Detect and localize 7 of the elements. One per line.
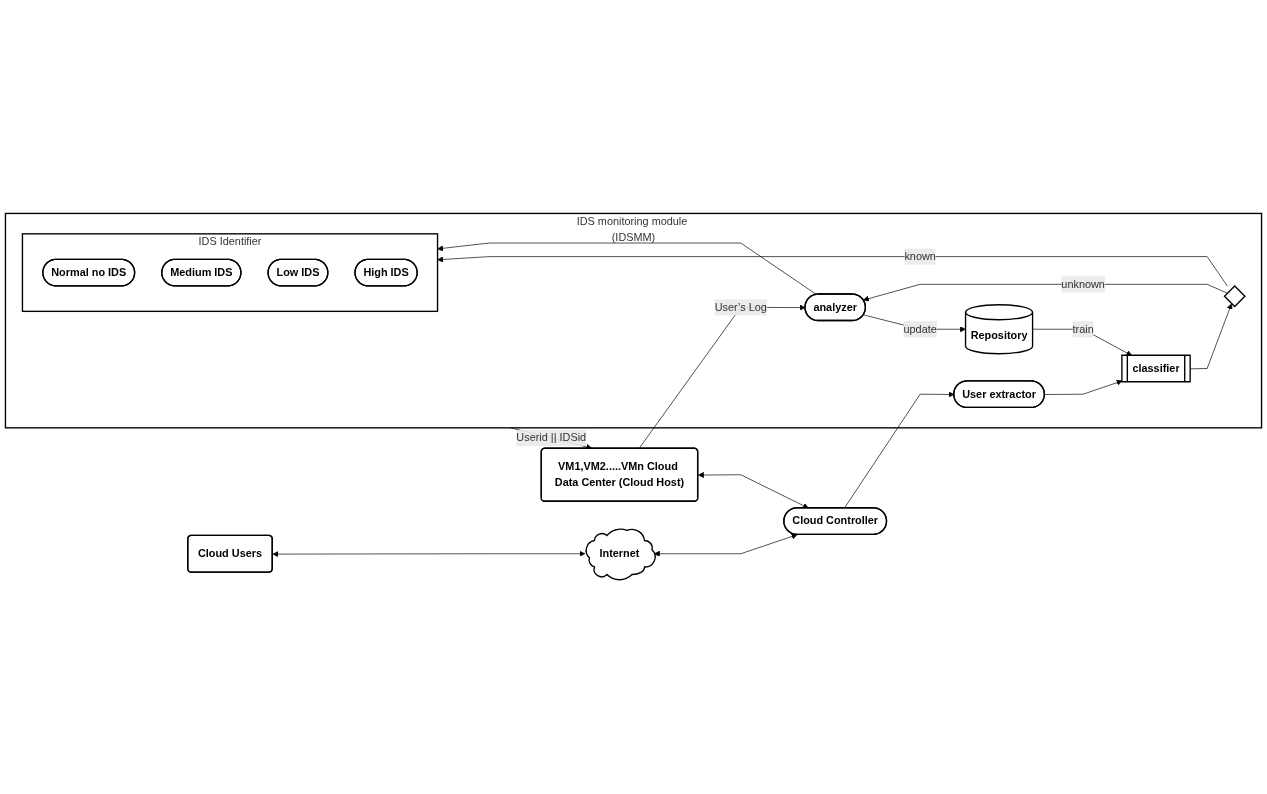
- edge-label: known: [904, 250, 936, 263]
- edge-label: train: [1072, 323, 1094, 336]
- edge-label: User’s Log: [714, 301, 767, 314]
- edge-label: update: [903, 323, 937, 336]
- edge-label: unknown: [1061, 278, 1105, 291]
- edge-label: Userid || IDSid: [516, 432, 587, 444]
- node-diamond: [1223, 285, 1246, 308]
